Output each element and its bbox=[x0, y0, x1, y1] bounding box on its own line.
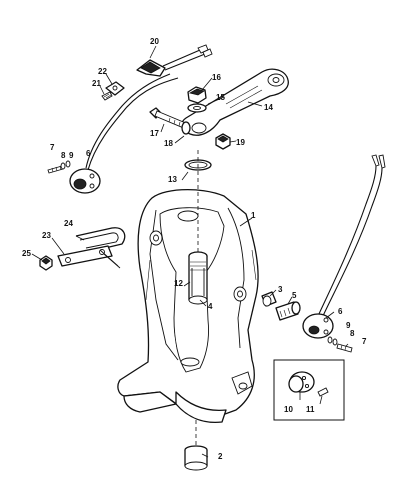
steering-shaft-part-12 bbox=[188, 251, 208, 305]
bottom-bushing-part-2 bbox=[184, 445, 208, 471]
mounting-plate-part-23 bbox=[57, 245, 121, 269]
callout-1: 1 bbox=[251, 211, 256, 220]
bolt-washer-part-18 bbox=[181, 121, 191, 135]
callout-6-left: 6 bbox=[86, 149, 91, 158]
gimbal-housing-part-1 bbox=[117, 188, 259, 424]
lever-nut-part-19 bbox=[215, 133, 231, 150]
callout-6-right: 6 bbox=[338, 307, 343, 316]
left-sender-wire bbox=[85, 73, 171, 169]
callout-8-left: 8 bbox=[61, 151, 66, 160]
sender-screws-parts-7-8-9-left bbox=[47, 160, 71, 174]
leader-lines bbox=[31, 45, 349, 458]
connector-bracket-part-20 bbox=[136, 44, 213, 77]
callout-9-left: 9 bbox=[69, 151, 74, 160]
callout-5: 5 bbox=[292, 291, 297, 300]
right-sender-wire bbox=[317, 165, 377, 317]
callout-15: 15 bbox=[216, 93, 225, 102]
callout-7-right: 7 bbox=[362, 337, 367, 346]
steering-lever-part-14 bbox=[181, 68, 289, 136]
callout-22: 22 bbox=[98, 67, 107, 76]
callout-21: 21 bbox=[92, 79, 101, 88]
wire-clamp-part-22 bbox=[105, 81, 125, 96]
callout-4: 4 bbox=[208, 302, 213, 311]
trim-sender-part-6-left bbox=[69, 168, 101, 194]
wire-terminals-right bbox=[371, 154, 386, 169]
clamp-screw-part-21 bbox=[101, 91, 113, 101]
callout-24: 24 bbox=[64, 219, 73, 228]
plate-nut-part-25 bbox=[39, 255, 53, 271]
callout-14: 14 bbox=[264, 103, 273, 112]
callout-8-right: 8 bbox=[350, 329, 355, 338]
callout-16: 16 bbox=[212, 73, 221, 82]
bushing-part-3 bbox=[261, 291, 277, 307]
u-bolt-part-24 bbox=[75, 227, 126, 253]
callout-19: 19 bbox=[236, 138, 245, 147]
pivot-pin-part-5 bbox=[275, 301, 301, 321]
callout-9-right: 9 bbox=[346, 321, 351, 330]
callout-17: 17 bbox=[150, 129, 159, 138]
callout-10: 10 bbox=[284, 405, 293, 414]
callout-11: 11 bbox=[306, 405, 315, 414]
callout-13: 13 bbox=[168, 175, 177, 184]
callout-7-left: 7 bbox=[50, 143, 55, 152]
callout-20: 20 bbox=[150, 37, 159, 46]
callout-18: 18 bbox=[164, 139, 173, 148]
callout-12: 12 bbox=[174, 279, 183, 288]
inset-detail-box bbox=[273, 359, 345, 421]
callout-23: 23 bbox=[42, 231, 51, 240]
lock-nut-part-16 bbox=[187, 86, 207, 104]
callout-labels: 1 2 3 4 5 6 7 8 9 10 11 12 13 14 15 16 1… bbox=[22, 37, 367, 461]
callout-2: 2 bbox=[218, 452, 223, 461]
flat-washer-part-15 bbox=[187, 103, 207, 113]
trim-sender-part-6-right bbox=[302, 313, 334, 339]
sender-screws-parts-7-8-9-right bbox=[327, 336, 353, 353]
callout-3: 3 bbox=[278, 285, 283, 294]
callout-25: 25 bbox=[22, 249, 31, 258]
